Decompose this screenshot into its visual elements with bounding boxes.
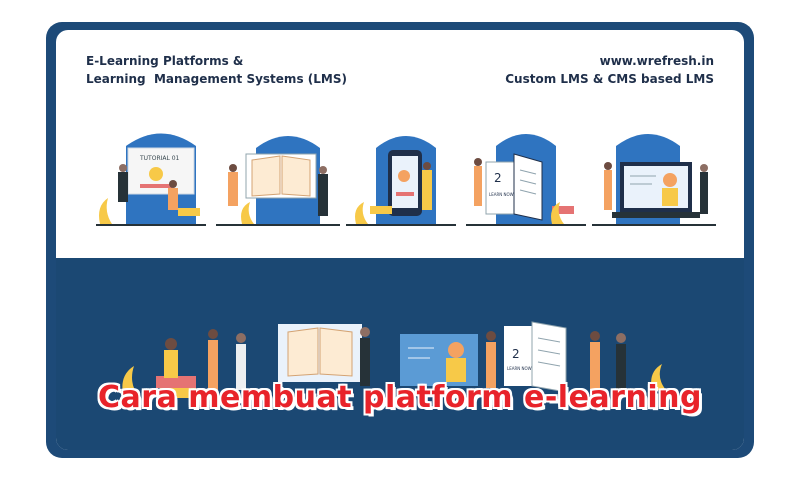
header-right: www.wrefresh.in Custom LMS & CMS based L… — [505, 52, 714, 88]
header-left: E-Learning Platforms & Learning Manageme… — [86, 52, 347, 88]
book-page-icon: 2 LEARN NOW — [466, 134, 586, 226]
dark-book-caption: LEARN NOW — [507, 366, 532, 371]
dark-book-page-icon: 2 LEARN NOW — [504, 321, 567, 393]
banner-title: Cara membuat platform e-learning — [98, 380, 702, 415]
book-number: 2 — [494, 171, 502, 185]
dark-book-number: 2 — [512, 347, 520, 361]
monitor-book-icon — [278, 324, 370, 386]
header-right-tagline: Custom LMS & CMS based LMS — [505, 72, 714, 86]
laptop-tutor-icon — [592, 134, 716, 226]
website-link[interactable]: www.wrefresh.in — [599, 54, 714, 68]
mobile-learning-icon — [346, 136, 456, 226]
book-caption: LEARN NOW — [489, 192, 514, 197]
tutorial-label: TUTORIAL 01 — [139, 155, 180, 162]
reader-icon — [122, 338, 196, 398]
video-tutor-icon — [400, 331, 496, 388]
open-book-monitor-icon — [216, 136, 340, 226]
dark-panel: 2 LEARN NOW — [56, 258, 744, 450]
tutorial-screen-icon: TUTORIAL 01 — [96, 133, 206, 226]
header-left-line-1: E-Learning Platforms & — [86, 54, 244, 68]
standing-people-icon — [208, 329, 246, 390]
content-card: E-Learning Platforms & Learning Manageme… — [56, 30, 744, 450]
header-left-line-2: Learning Management Systems (LMS) — [86, 72, 347, 86]
right-people-icon — [590, 331, 666, 390]
dark-panel-illustrations: 2 LEARN NOW — [122, 321, 666, 398]
illustration-row: TUTORIAL 01 — [96, 133, 716, 226]
